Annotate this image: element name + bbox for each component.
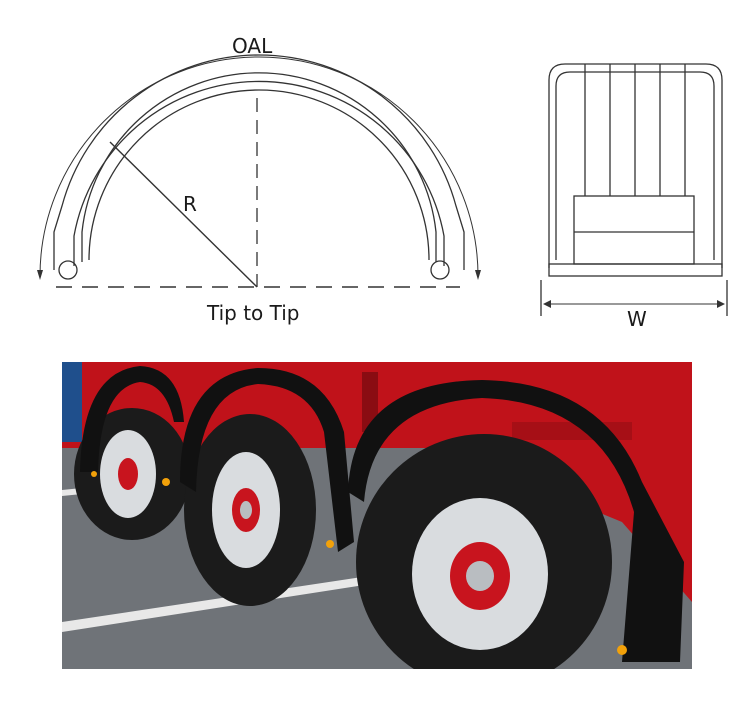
tip-to-tip-label: Tip to Tip <box>207 301 300 325</box>
fender-rib-2 <box>88 89 430 261</box>
mudguard-3 <box>348 380 684 662</box>
front-panel <box>573 195 695 265</box>
radius-line <box>109 141 258 288</box>
radius-label: R <box>183 192 197 216</box>
fender-tip-right <box>430 260 450 280</box>
mudguard-1 <box>80 366 184 472</box>
fender-tip-left <box>58 260 78 280</box>
oal-label: OAL <box>232 34 273 58</box>
oal-arrow-right <box>475 270 481 280</box>
wheel-3 <box>356 434 612 669</box>
mudguard-2 <box>180 368 354 552</box>
trailer-wheels-photo <box>62 362 692 669</box>
fender-inner-edge <box>73 80 445 266</box>
wheel-2 <box>184 414 316 606</box>
fender-rib-1 <box>81 72 437 262</box>
width-label: W <box>627 307 647 331</box>
oal-dimension-arc <box>39 56 479 277</box>
fender-outer-edge <box>53 54 465 270</box>
parking-line <box>62 574 384 632</box>
reflector <box>162 478 170 486</box>
wheel-1 <box>74 408 190 540</box>
front-base-strip <box>548 263 723 277</box>
oal-arrow-left <box>37 270 43 280</box>
